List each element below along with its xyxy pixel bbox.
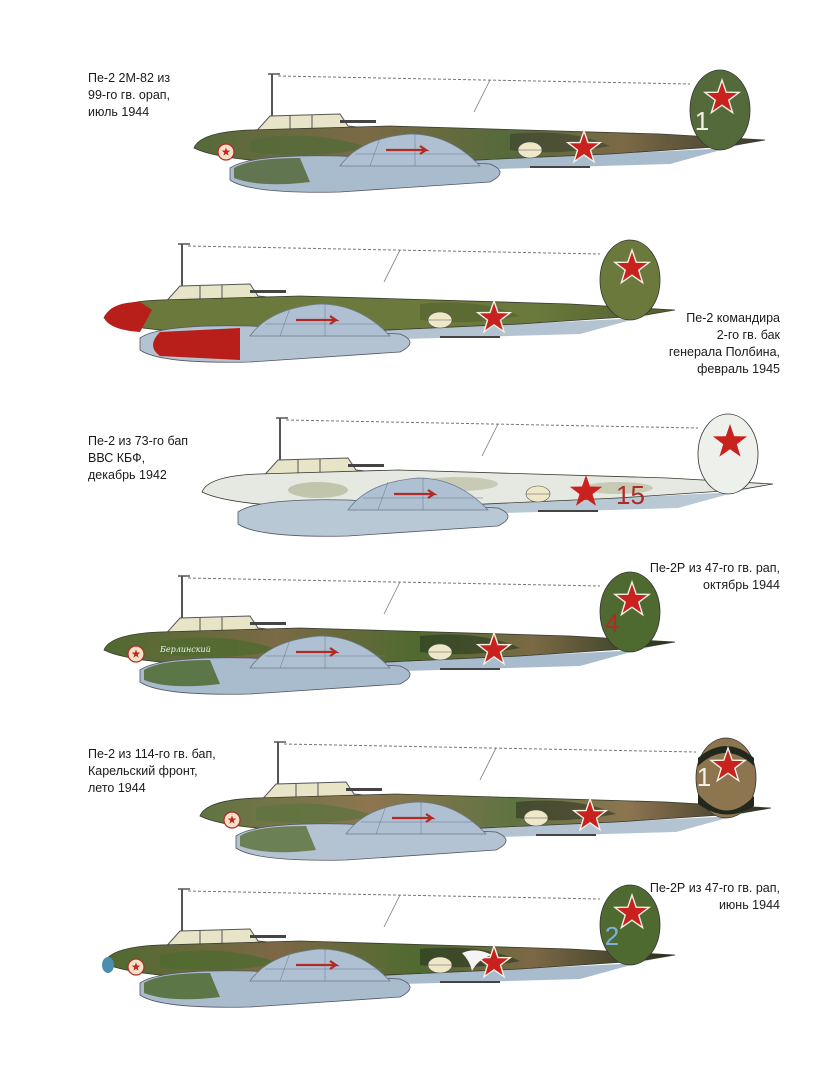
caption-line: июнь 1944 <box>718 898 780 912</box>
caption-line: Пе-2 из 73-го бап <box>88 434 189 448</box>
caption-line: 99-го гв. орап, <box>88 88 171 102</box>
caption-line: февраль 1945 <box>697 362 780 376</box>
caption-aircraft-4: Пе-2Р из 47-го гв. рап, октябрь 1944 <box>650 560 780 594</box>
aircraft-profile-3: 15 <box>198 412 798 552</box>
caption-line: октябрь 1944 <box>703 578 780 592</box>
caption-line: Пе-2 из 114-го гв. бап, <box>88 747 216 761</box>
caption-aircraft-1: Пе-2 2М-82 из 99-го гв. орап, июль 1944 <box>88 70 170 121</box>
caption-line: ВВС КБФ, <box>88 451 146 465</box>
caption-line: 2-го гв. бак <box>716 328 780 342</box>
svg-text:1: 1 <box>697 762 711 792</box>
caption-line: Пе-2Р из 47-го гв. рап, <box>649 881 780 895</box>
caption-line: июль 1944 <box>88 105 150 119</box>
aircraft-profile-5: 1 <box>196 736 796 876</box>
caption-aircraft-3: Пе-2 из 73-го бап ВВС КБФ, декабрь 1942 <box>88 433 188 484</box>
caption-line: лето 1944 <box>88 781 146 795</box>
caption-aircraft-6: Пе-2Р из 47-го гв. рап, июнь 1944 <box>650 880 780 914</box>
aircraft-profile-6: 2 <box>100 883 700 1023</box>
caption-line: Пе-2Р из 47-го гв. рап, <box>649 561 780 575</box>
aircraft-profile-4: 4 Берлинский <box>100 570 700 710</box>
caption-aircraft-2: Пе-2 командира 2-го гв. бак генерала Пол… <box>669 310 780 378</box>
aircraft-profile-2 <box>100 238 700 378</box>
caption-line: Пе-2 командира <box>686 311 780 325</box>
svg-text:15: 15 <box>616 480 645 510</box>
caption-line: декабрь 1942 <box>88 468 167 482</box>
svg-text:1: 1 <box>695 106 709 136</box>
caption-line: генерала Полбина, <box>668 345 780 359</box>
caption-line: Пе-2 2М-82 из <box>88 71 171 85</box>
svg-text:Берлинский: Берлинский <box>159 645 211 654</box>
caption-aircraft-5: Пе-2 из 114-го гв. бап, Карельский фронт… <box>88 746 216 797</box>
svg-text:2: 2 <box>605 921 619 951</box>
aircraft-profile-1: 1 <box>190 68 790 208</box>
caption-line: Карельский фронт, <box>88 764 198 778</box>
svg-text:4: 4 <box>605 608 619 638</box>
